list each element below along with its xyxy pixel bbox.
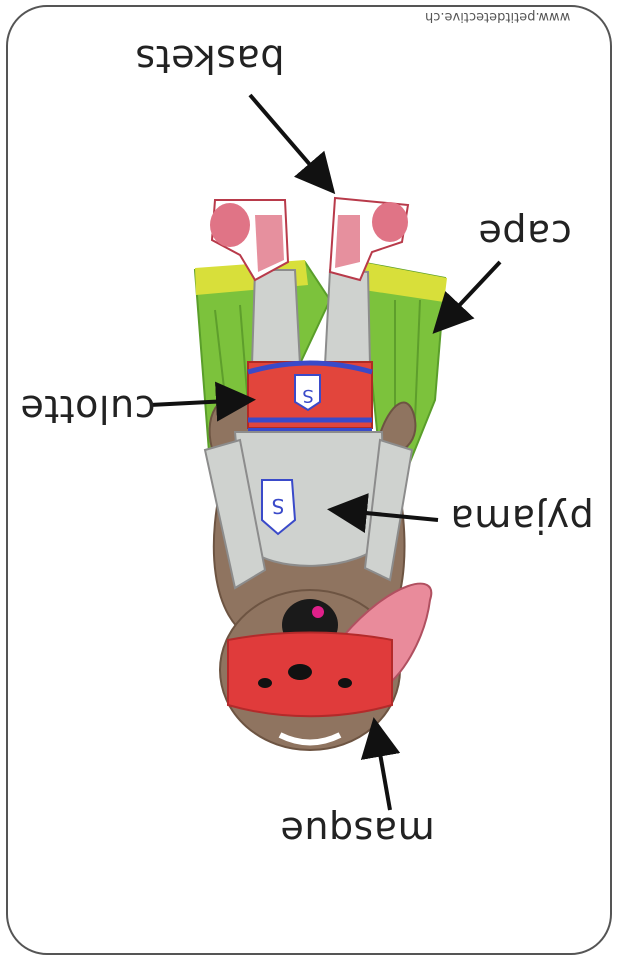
label-pyjama: pyjama [450,500,594,538]
culotte-drawing: S [248,362,372,430]
label-masque: masque [280,812,435,850]
svg-text:S: S [272,494,285,518]
credit-text: www.petitdetective.ch [425,10,570,23]
label-cape: cape [478,215,572,253]
label-baskets: baskets [135,40,284,78]
pyjama-drawing: S [205,432,412,588]
svg-text:S: S [302,385,313,406]
label-culotte: culotte [20,390,155,428]
